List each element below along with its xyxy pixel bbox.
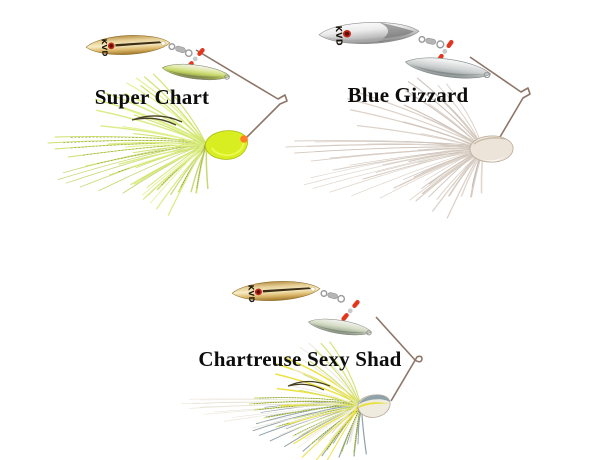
head-back-stripe	[359, 395, 390, 404]
head-mid-stripe	[359, 402, 389, 408]
product-label-chartreuse-sexy-shad: Chartreuse Sexy Shad	[198, 347, 402, 371]
product-label-super-chart: Super Chart	[94, 85, 210, 109]
small-blade	[161, 60, 231, 84]
lure-chartreuse-sexy-shad: KVD	[181, 278, 423, 460]
swivel	[418, 35, 445, 49]
head-tip	[240, 135, 248, 143]
spacer-bead	[192, 56, 198, 62]
blade-stripe	[115, 41, 162, 47]
main-blade: KVD	[231, 278, 321, 304]
small-blade	[403, 52, 493, 84]
blade-attach-ring	[483, 71, 491, 79]
hook	[287, 380, 331, 391]
blade-logo-dot-center	[109, 44, 113, 48]
swivel	[320, 289, 346, 303]
lure-super-chart: KVD	[47, 32, 288, 224]
head-shine	[211, 138, 245, 157]
small-blade	[307, 315, 373, 339]
blade-logo-text: KVD	[100, 38, 110, 57]
blade-attach-ring	[366, 330, 372, 336]
head	[204, 130, 248, 160]
blade-lower-shade	[323, 32, 416, 43]
blade-reflection	[377, 22, 414, 43]
head-shade	[473, 137, 506, 145]
skirt-layer	[56, 136, 217, 224]
wire-arm	[469, 56, 531, 138]
main-blade: KVD	[318, 20, 420, 46]
head-body	[469, 135, 514, 163]
hook	[131, 115, 183, 126]
bead	[351, 299, 361, 309]
spacer-bead	[442, 48, 448, 54]
blade-logo-text: KVD	[246, 285, 256, 304]
main-blade: KVD	[85, 32, 171, 57]
blade-hole	[160, 40, 166, 46]
spacer-bead	[347, 308, 353, 314]
blade-logo-text: KVD	[334, 25, 345, 46]
swivel	[168, 43, 193, 58]
blade-attach-ring	[223, 74, 230, 80]
blade-logo-dot-center	[344, 31, 350, 36]
product-label-blue-gizzard: Blue Gizzard	[347, 83, 469, 107]
head	[357, 394, 391, 418]
head	[469, 135, 514, 163]
lure-blue-gizzard: KVD	[285, 20, 531, 230]
blade-stripe	[262, 287, 312, 293]
wire-arm	[195, 49, 288, 138]
bead	[445, 39, 455, 49]
blade-hole	[310, 286, 316, 292]
wire-arm	[375, 316, 423, 402]
blade-logo-dot-center	[256, 290, 261, 294]
